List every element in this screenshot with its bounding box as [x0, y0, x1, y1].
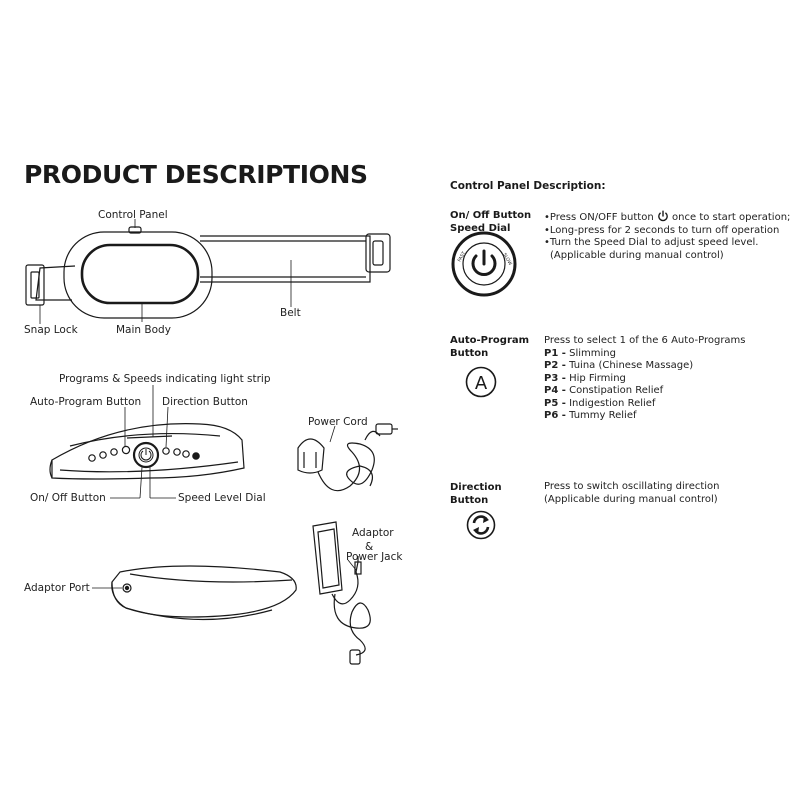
direction-description: Press to switch oscillating direction (A… — [544, 481, 720, 506]
auto-title-line2: Button — [450, 348, 489, 359]
direction-title-line1: Direction — [450, 482, 502, 493]
onoff-line4: (Applicable during manual control) — [550, 249, 724, 261]
program-item: P1 - Slimming — [544, 347, 616, 359]
program-item: P3 - Hip Firming — [544, 372, 626, 384]
direction-section-title: Direction Button — [450, 481, 502, 507]
onoff-line3: Turn the Speed Dial to adjust speed leve… — [544, 237, 790, 250]
onoff-section-title: On/ Off Button Speed Dial — [450, 209, 531, 235]
adaptor-label-line3: Power Jack — [346, 551, 403, 563]
program-item: P4 - Constipation Relief — [544, 385, 664, 396]
program-item: P2 - Tuina (Chinese Massage) — [544, 360, 694, 371]
program-item: P6 - Tummy Relief — [544, 410, 637, 421]
auto-description: Press to select 1 of the 6 Auto-Programs… — [544, 335, 746, 423]
page-title: PRODUCT DESCRIPTIONS — [24, 160, 368, 189]
main-body-label: Main Body — [116, 324, 171, 336]
auto-program-button-label: Auto-Program Button — [30, 396, 142, 408]
onoff-title-line1: On/ Off Button — [450, 210, 532, 221]
direction-line2: (Applicable during manual control) — [544, 493, 718, 505]
onoff-line2: Long-press for 2 seconds to turn off ope… — [544, 225, 790, 238]
power-icon — [657, 210, 668, 222]
onoff-line1-after: once to start operation; — [672, 212, 791, 223]
direction-line1: Press to switch oscillating direction — [544, 481, 720, 492]
onoff-line1-before: Press ON/OFF button — [549, 212, 654, 223]
auto-intro: Press to select 1 of the 6 Auto-Programs — [544, 335, 746, 346]
adaptor-label-line1: Adaptor — [352, 527, 394, 539]
auto-icon-letter: A — [475, 373, 488, 394]
auto-title-line1: Auto-Program — [450, 335, 530, 346]
snap-lock-label: Snap Lock — [24, 324, 78, 336]
direction-button-label: Direction Button — [162, 396, 248, 408]
belt-label: Belt — [280, 307, 301, 319]
panel-description-title: Control Panel Description: — [450, 180, 606, 192]
onoff-button-label: On/ Off Button — [30, 492, 106, 504]
onoff-title-line2: Speed Dial — [450, 223, 511, 234]
control-panel-label: Control Panel — [98, 209, 168, 221]
onoff-description: Press ON/OFF button once to start operat… — [544, 210, 790, 262]
power-cord-label: Power Cord — [308, 416, 368, 428]
speed-level-dial-label: Speed Level Dial — [178, 492, 266, 504]
auto-section-title: Auto-Program Button — [450, 334, 529, 360]
direction-title-line2: Button — [450, 495, 489, 506]
program-item: P5 - Indigestion Relief — [544, 397, 656, 409]
light-strip-label: Programs & Speeds indicating light strip — [59, 373, 271, 385]
adaptor-label-line2: & — [365, 541, 374, 553]
adaptor-port-label: Adaptor Port — [24, 582, 90, 594]
dial-fast-text: FAST — [457, 250, 468, 263]
